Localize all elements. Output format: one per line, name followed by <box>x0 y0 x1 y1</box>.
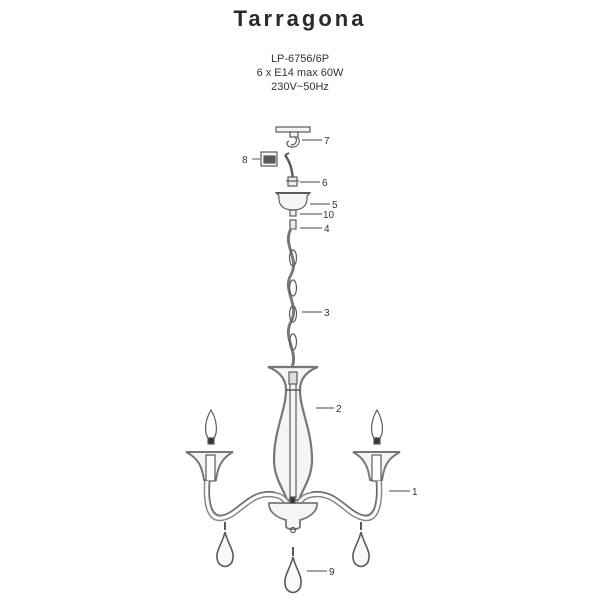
arm-part-left <box>185 451 290 522</box>
part-label-3: 3 <box>324 308 330 319</box>
crystal-drop-center <box>284 547 302 594</box>
leader-lines <box>252 139 410 572</box>
part-label-5: 5 <box>332 200 338 211</box>
crystal-drop-right <box>352 522 370 568</box>
central-stem-part <box>267 365 319 502</box>
part-label-10: 10 <box>323 210 335 221</box>
bulb-left <box>205 408 217 445</box>
crystal-drop-left <box>216 522 234 568</box>
cable-grip-part <box>286 176 299 187</box>
part-label-1: 1 <box>412 487 418 498</box>
part-label-9: 9 <box>329 567 335 578</box>
voltage-spec: 230V~50Hz <box>271 81 329 93</box>
part-label-6: 6 <box>322 178 328 189</box>
part-label-8: 8 <box>242 155 248 166</box>
ceiling-hook-part <box>275 126 311 148</box>
canopy-part <box>274 192 312 211</box>
chain-part <box>286 228 298 371</box>
model-number: LP-6756/6P <box>270 53 330 65</box>
part-label-4: 4 <box>324 224 330 235</box>
part-label-2: 2 <box>336 404 342 415</box>
part-label-7: 7 <box>324 136 330 147</box>
product-title: Tarragona <box>233 6 367 31</box>
bulb-spec: 6 x E14 max 60W <box>256 67 344 79</box>
arm-part-right <box>296 451 401 522</box>
bottom-bowl-part <box>268 496 318 534</box>
terminal-block-part <box>260 151 278 167</box>
bulb-right <box>371 408 383 445</box>
